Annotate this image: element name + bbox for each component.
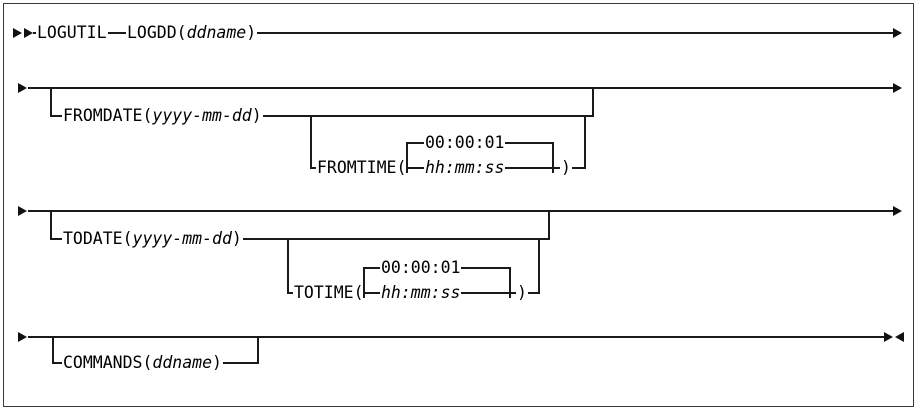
param-fromtime-default: 00:00:01 <box>424 133 506 152</box>
param-fromdate-variable: yyyy-mm-dd <box>152 106 252 125</box>
continue-arrow-icon <box>893 83 902 93</box>
rail-branch <box>50 87 52 117</box>
param-logdd-variable: ddname <box>186 23 247 42</box>
rail-line <box>50 115 594 117</box>
param-totime-close-text: ) <box>517 283 527 302</box>
param-fromdate-open: FROMDATE( <box>63 106 153 125</box>
end-arrow-icon <box>884 332 893 342</box>
param-totime: TOTIME( <box>293 284 365 302</box>
param-totime-close: ) <box>516 284 528 302</box>
param-totime-default-text: 00:00:01 <box>381 258 461 277</box>
continue-arrow-icon <box>893 28 902 38</box>
rail-branch <box>50 210 52 240</box>
continue-arrow-icon <box>893 206 902 216</box>
resume-arrow-icon <box>18 332 27 342</box>
param-totime-default: 00:00:01 <box>380 258 462 277</box>
keyword-logutil: LOGUTIL <box>36 24 108 42</box>
default-stack-tick <box>406 142 408 173</box>
end-arrow-icon <box>895 332 904 342</box>
keyword-logutil-text: LOGUTIL <box>37 23 107 42</box>
param-logdd: LOGDD(ddname) <box>126 23 258 42</box>
param-commands: COMMANDS(ddname) <box>62 354 223 372</box>
param-logdd-open: LOGDD( <box>127 23 187 42</box>
default-stack-tick <box>509 267 511 298</box>
param-fromtime-variable-text: hh:mm:ss <box>425 158 505 177</box>
rail-line <box>50 238 550 240</box>
param-fromtime-close: ) <box>560 159 572 177</box>
param-todate-variable: yyyy-mm-dd <box>132 229 232 248</box>
rail-line <box>28 210 893 212</box>
param-fromtime-open: FROMTIME( <box>317 158 407 177</box>
rail-branch <box>310 115 312 169</box>
rail-line <box>28 336 884 338</box>
rail-branch <box>548 210 550 240</box>
resume-arrow-icon <box>18 206 27 216</box>
param-fromtime: FROMTIME( <box>316 158 408 177</box>
param-fromdate-close: ) <box>251 106 262 125</box>
start-arrow-icon <box>13 28 22 38</box>
default-stack-tick <box>363 267 365 298</box>
start-arrow-icon <box>24 28 33 38</box>
param-fromtime-close-text: ) <box>561 158 571 177</box>
rail-branch <box>584 115 586 169</box>
rail-branch <box>592 87 594 117</box>
param-fromtime-default-text: 00:00:01 <box>425 133 505 152</box>
param-totime-variable: hh:mm:ss <box>380 283 462 302</box>
rail-branch <box>257 336 259 364</box>
resume-arrow-icon <box>18 83 27 93</box>
param-todate: TODATE(yyyy-mm-dd) <box>62 230 243 248</box>
param-commands-close: ) <box>212 353 222 372</box>
param-fromtime-variable: hh:mm:ss <box>424 158 506 177</box>
diagram-border <box>3 3 914 407</box>
param-totime-open: TOTIME( <box>294 283 364 302</box>
rail-branch <box>287 238 289 294</box>
param-commands-open: COMMANDS( <box>63 353 153 372</box>
rail-line <box>28 87 893 89</box>
param-todate-open: TODATE( <box>63 229 133 248</box>
rail-branch <box>538 238 540 294</box>
param-totime-variable-text: hh:mm:ss <box>381 283 461 302</box>
default-stack-tick <box>552 142 554 173</box>
param-commands-variable: ddname <box>152 353 213 372</box>
param-todate-close: ) <box>231 229 242 248</box>
rail-line <box>33 32 893 34</box>
rail-branch <box>52 336 54 364</box>
param-fromdate: FROMDATE(yyyy-mm-dd) <box>62 107 263 125</box>
param-logdd-close: ) <box>246 23 257 42</box>
